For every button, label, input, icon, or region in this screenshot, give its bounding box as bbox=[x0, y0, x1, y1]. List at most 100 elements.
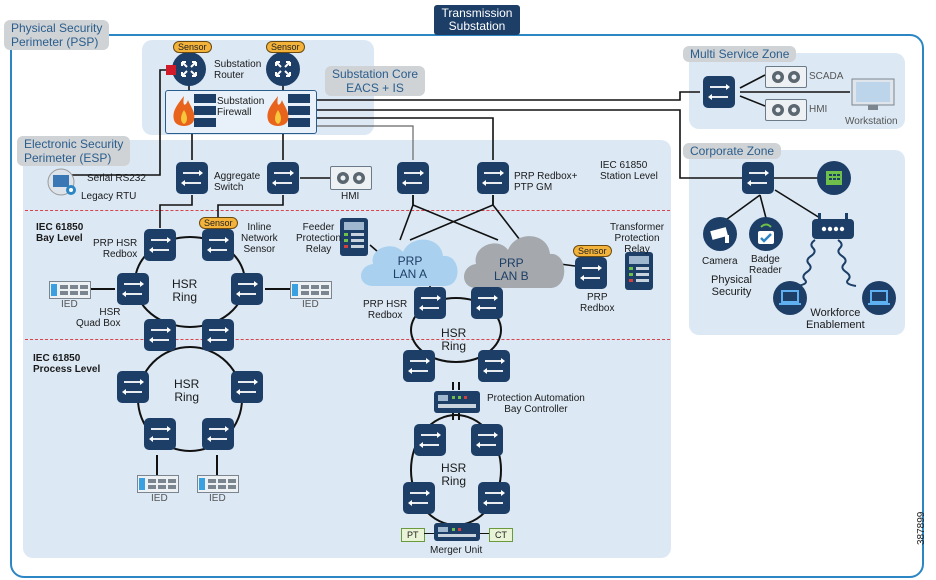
prp-redbox-gm-label: PRP Redbox+ PTP GM bbox=[514, 171, 578, 193]
low-hsr-switch-1[interactable] bbox=[414, 424, 446, 456]
badge-reader-label: Badge Reader bbox=[749, 254, 782, 276]
psp-title: Physical Security Perimeter (PSP) bbox=[4, 20, 110, 50]
corporate-title: Corporate Zone bbox=[683, 143, 782, 159]
mid-hsr-switch-4[interactable] bbox=[478, 350, 510, 382]
feeder-relay-label: Feeder Protection Relay bbox=[296, 222, 342, 255]
laptop-icon-right bbox=[862, 281, 896, 315]
workstation-icon bbox=[850, 77, 896, 113]
prp-redbox-label: PRP Redbox bbox=[580, 292, 615, 314]
prp-lan-b-cloud bbox=[464, 236, 565, 288]
ied-label-process-right: IED bbox=[209, 493, 226, 504]
quad-box-switch-2[interactable] bbox=[202, 319, 234, 351]
aggregate-switch-left[interactable] bbox=[176, 162, 208, 194]
bay-hsr-switch-4[interactable] bbox=[231, 273, 263, 305]
serial-port-icon bbox=[166, 65, 176, 75]
transmission-substation-title: Transmission Substation bbox=[434, 5, 520, 35]
feeder-protection-relay-icon bbox=[340, 218, 368, 256]
hmi-ms-icon bbox=[765, 99, 807, 121]
low-hsr-switch-4[interactable] bbox=[478, 482, 510, 514]
hmi-icon bbox=[330, 166, 372, 190]
firewall-left-icon[interactable] bbox=[168, 92, 220, 130]
access-point-icon bbox=[812, 213, 854, 243]
transformer-relay-label: Transformer Protection Relay bbox=[610, 222, 665, 255]
low-hsr-switch-2[interactable] bbox=[471, 424, 503, 456]
sensor-badge-inline: Sensor bbox=[199, 217, 238, 229]
sensor-badge-prp-redbox: Sensor bbox=[573, 245, 612, 257]
proc-hsr-switch-4[interactable] bbox=[202, 418, 234, 450]
firewall-right-icon[interactable] bbox=[262, 92, 314, 130]
legacy-rtu-icon bbox=[45, 168, 81, 198]
transmission-substation-zone bbox=[10, 34, 924, 578]
camera-label: Camera bbox=[702, 256, 738, 267]
substation-router-left[interactable] bbox=[172, 52, 206, 86]
proc-hsr-switch-1[interactable] bbox=[117, 371, 149, 403]
bay-hsr-switch-3[interactable] bbox=[117, 273, 149, 305]
low-hsr-switch-3[interactable] bbox=[403, 482, 435, 514]
mid-hsr-ring-label: HSR Ring bbox=[441, 326, 467, 353]
core-title: Substation Core EACS + IS bbox=[325, 66, 426, 96]
ied-label-right: IED bbox=[302, 299, 319, 310]
hmi-esp-label: HMI bbox=[341, 191, 360, 202]
inline-sensor-label: Inline Network Sensor bbox=[241, 222, 278, 255]
bay-level-label: IEC 61850 Bay Level bbox=[36, 222, 84, 244]
ip-phone-icon bbox=[817, 161, 851, 195]
ied-label-left: IED bbox=[61, 299, 78, 310]
process-level-divider bbox=[25, 339, 670, 340]
low-hsr-ring-label: HSR Ring bbox=[441, 461, 467, 488]
station-prp-switch[interactable] bbox=[397, 162, 429, 194]
legacy-rtu-label: Legacy RTU bbox=[81, 191, 137, 202]
prp-hsr-redbox-mid-label: PRP HSR Redbox bbox=[363, 299, 408, 321]
aggregate-switch-label: Aggregate Switch bbox=[214, 171, 261, 193]
hmi-ms-label: HMI bbox=[809, 104, 828, 115]
ied-label-process-left: IED bbox=[151, 493, 168, 504]
router-label: Substation Router bbox=[214, 59, 262, 81]
process-level-label: IEC 61850 Process Level bbox=[33, 353, 101, 375]
firewall-label: Substation Firewall bbox=[217, 96, 265, 118]
mid-hsr-switch-3[interactable] bbox=[403, 350, 435, 382]
prp-lan-a-cloud bbox=[361, 239, 458, 286]
pt-link bbox=[424, 533, 434, 534]
workforce-label: Workforce Enablement bbox=[806, 307, 865, 331]
sensor-badge-router-right: Sensor bbox=[266, 41, 305, 53]
ied-icon-right bbox=[290, 281, 332, 299]
esp-title: Electronic Security Perimeter (ESP) bbox=[17, 136, 131, 166]
pabc-label: Protection Automation Bay Controller bbox=[487, 393, 585, 415]
ct-link bbox=[480, 533, 489, 534]
pt-tag: PT bbox=[401, 528, 425, 542]
prp-redbox-switch[interactable] bbox=[575, 257, 607, 289]
prp-lan-b-label: PRP LAN B bbox=[494, 256, 529, 283]
badge-reader-icon bbox=[749, 217, 783, 251]
multi-service-switch[interactable] bbox=[703, 76, 735, 108]
proc-hsr-switch-2[interactable] bbox=[231, 371, 263, 403]
ied-icon-left bbox=[49, 281, 91, 299]
camera-icon bbox=[703, 217, 737, 251]
corporate-switch[interactable] bbox=[742, 162, 774, 194]
prp-hsr-redbox-left-label: PRP HSR Redbox bbox=[93, 238, 138, 260]
substation-router-right[interactable] bbox=[266, 52, 300, 86]
bay-hsr-switch-1[interactable] bbox=[144, 229, 176, 261]
proc-hsr-switch-3[interactable] bbox=[144, 418, 176, 450]
prp-redbox-ptp-gm-switch[interactable] bbox=[477, 162, 509, 194]
laptop-icon-left bbox=[773, 281, 807, 315]
merger-unit-icon bbox=[434, 523, 480, 541]
scada-label: SCADA bbox=[809, 71, 844, 82]
ied-icon-process-right bbox=[197, 475, 239, 493]
multi-service-title: Multi Service Zone bbox=[683, 46, 797, 62]
mid-hsr-switch-2[interactable] bbox=[471, 287, 503, 319]
bay-hsr-switch-2[interactable] bbox=[202, 229, 234, 261]
hsr-quad-box-label: HSR Quad Box bbox=[76, 307, 121, 329]
figure-id: 387899 bbox=[916, 511, 927, 545]
proc-hsr-ring-label: HSR Ring bbox=[174, 377, 200, 404]
workstation-label: Workstation bbox=[845, 116, 898, 127]
transformer-protection-relay-icon bbox=[625, 252, 653, 290]
ct-tag: CT bbox=[489, 528, 513, 542]
serial-rs232-label: Serial RS232 bbox=[87, 173, 146, 184]
sensor-badge-router-left: Sensor bbox=[173, 41, 212, 53]
bay-level-divider bbox=[25, 210, 670, 211]
mid-hsr-switch-1[interactable] bbox=[414, 287, 446, 319]
pabc-icon bbox=[434, 391, 480, 413]
bay-hsr-ring-label: HSR Ring bbox=[172, 277, 198, 304]
ied-icon-process-left bbox=[137, 475, 179, 493]
quad-box-switch-1[interactable] bbox=[144, 319, 176, 351]
aggregate-switch-right[interactable] bbox=[267, 162, 299, 194]
